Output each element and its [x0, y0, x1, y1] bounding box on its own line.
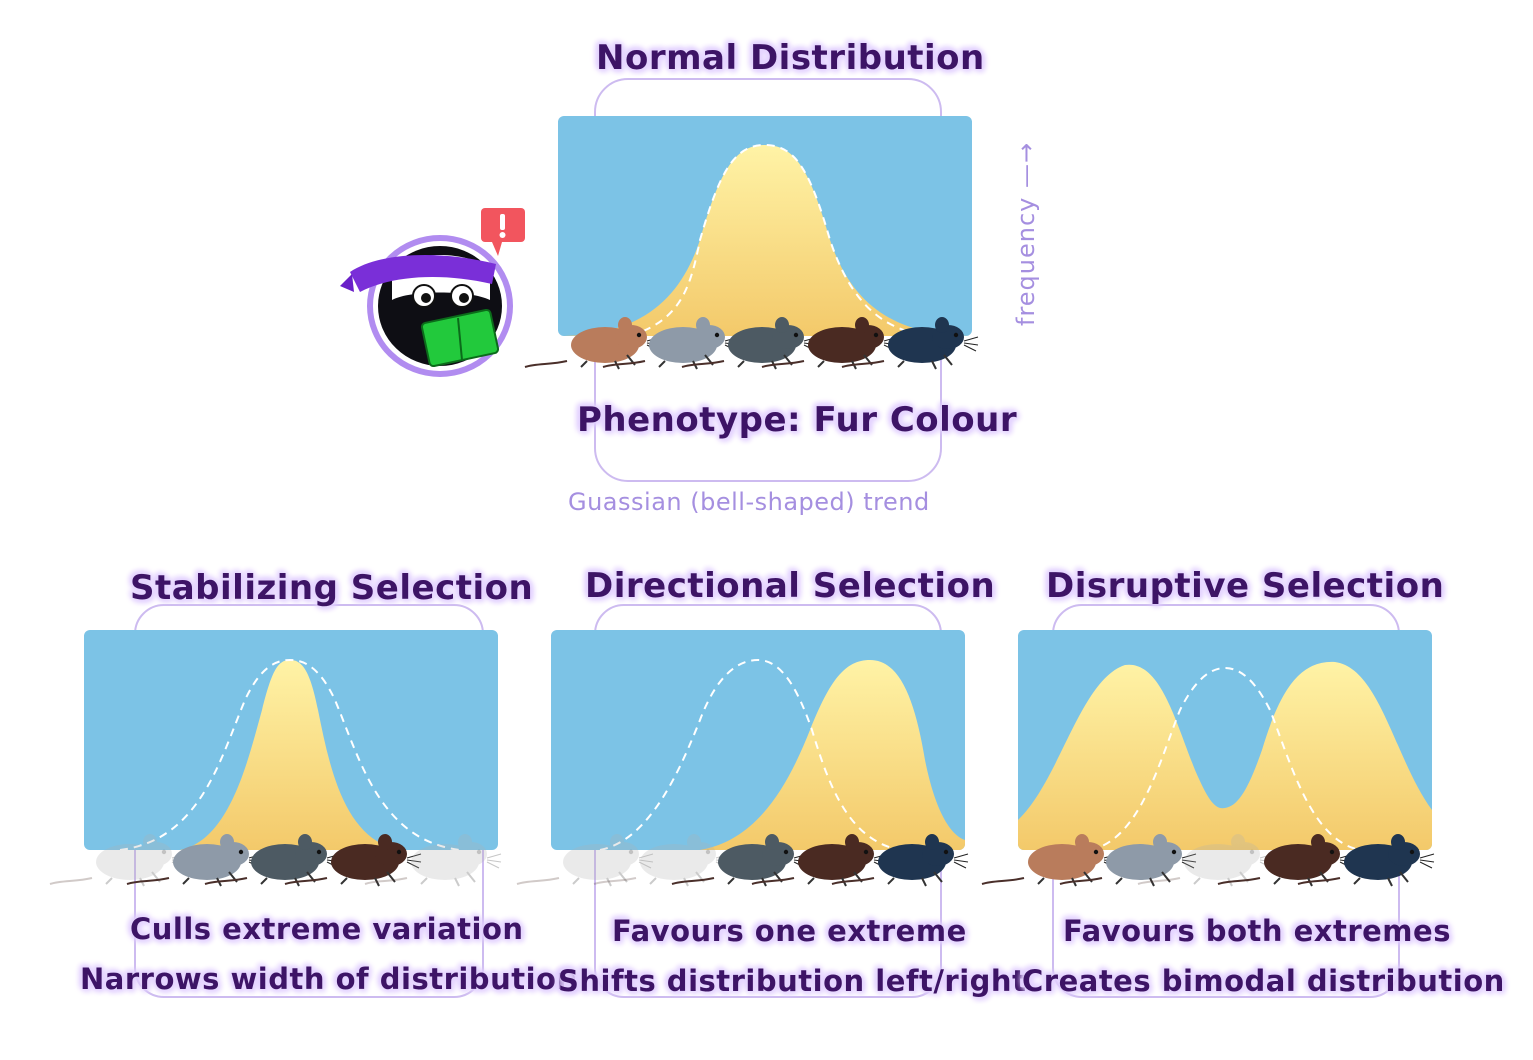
disruptive-curve [1018, 662, 1432, 850]
directional-curve [600, 660, 965, 850]
exclamation-icon [481, 208, 525, 256]
normal-curve [558, 145, 972, 336]
penguin-reading-book-icon [340, 238, 510, 374]
stabilizing-curve [120, 660, 460, 850]
